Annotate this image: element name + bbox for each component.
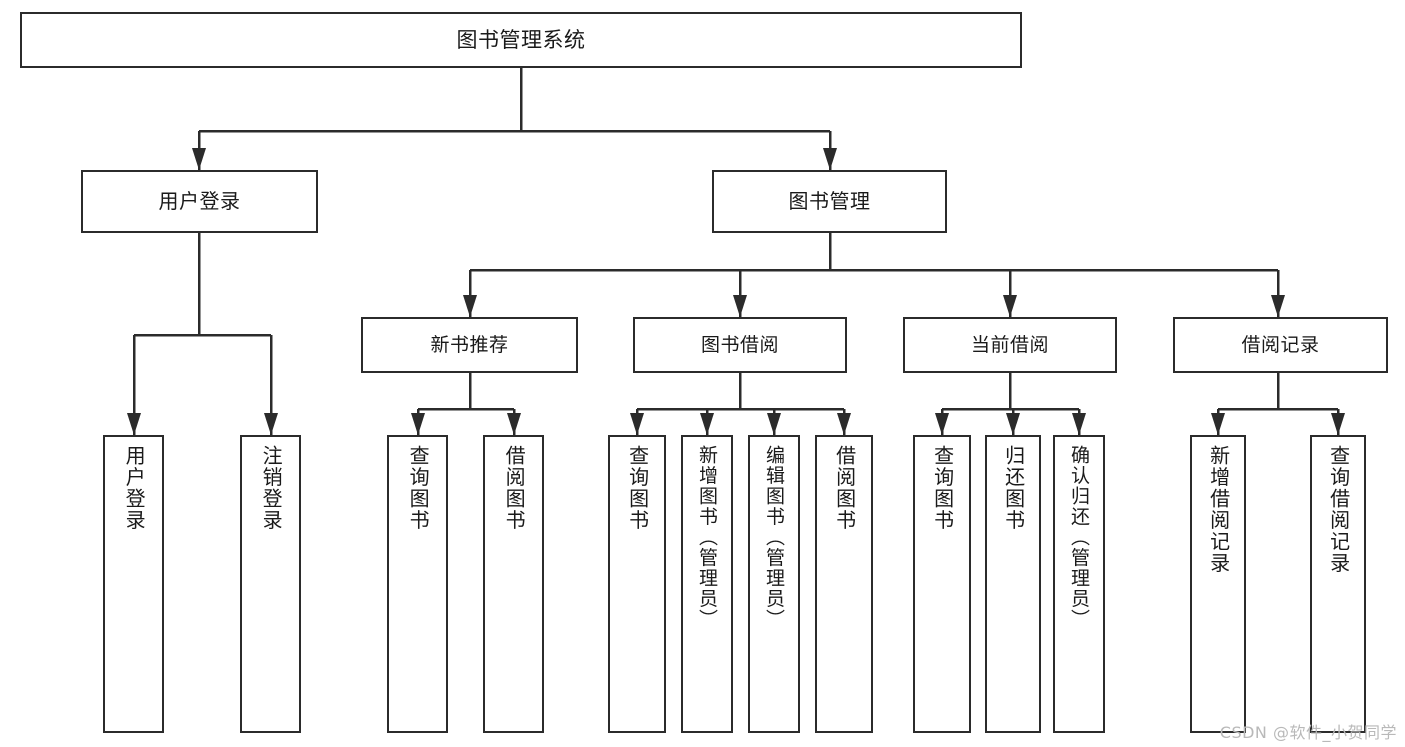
node-leaf-edit-book-admin[interactable]: 编辑图书（管理员） [748, 435, 800, 733]
connector-arrowhead [264, 413, 278, 435]
node-new-book-recommend[interactable]: 新书推荐 [361, 317, 578, 373]
node-user-login[interactable]: 用户登录 [81, 170, 318, 233]
node-label: 新增图书（管理员） [696, 445, 719, 630]
node-label: 查询图书 [406, 445, 431, 531]
node-label: 新增借阅记录 [1206, 445, 1231, 574]
node-leaf-query-book-recommend[interactable]: 查询图书 [387, 435, 448, 733]
node-label: 借阅图书 [832, 445, 857, 531]
csdn-watermark: CSDN @软件_小贺同学 [1219, 723, 1397, 742]
connector-arrowhead [1331, 413, 1345, 435]
node-root-system[interactable]: 图书管理系统 [20, 12, 1022, 68]
node-label: 查询图书 [625, 445, 650, 531]
connector-arrowhead [630, 413, 644, 435]
node-leaf-add-book-admin[interactable]: 新增图书（管理员） [681, 435, 733, 733]
node-label: 图书管理 [788, 188, 871, 213]
connector-arrowhead [1211, 413, 1225, 435]
connector-arrowhead [192, 148, 206, 170]
node-leaf-return-book[interactable]: 归还图书 [985, 435, 1041, 733]
connector-arrowhead [837, 413, 851, 435]
connector-arrowhead [767, 413, 781, 435]
node-label: 用户登录 [122, 445, 147, 531]
node-label: 用户登录 [158, 188, 241, 213]
node-label: 图书管理系统 [456, 27, 586, 52]
connector-arrowhead [1006, 413, 1020, 435]
node-label: 查询图书 [930, 445, 955, 531]
node-borrow-record[interactable]: 借阅记录 [1173, 317, 1388, 373]
node-label: 注销登录 [259, 445, 284, 531]
connector-arrowhead [733, 295, 747, 317]
node-leaf-user-login[interactable]: 用户登录 [103, 435, 164, 733]
node-label: 编辑图书（管理员） [763, 445, 786, 630]
node-leaf-add-borrow-record[interactable]: 新增借阅记录 [1190, 435, 1246, 733]
connector-arrowhead [935, 413, 949, 435]
connector-arrowhead [411, 413, 425, 435]
node-label: 图书借阅 [700, 333, 779, 356]
node-label: 查询借阅记录 [1326, 445, 1351, 574]
node-label: 新书推荐 [430, 333, 509, 356]
node-leaf-logout[interactable]: 注销登录 [240, 435, 301, 733]
node-leaf-confirm-return-admin[interactable]: 确认归还（管理员） [1053, 435, 1105, 733]
node-leaf-borrow-book-recommend[interactable]: 借阅图书 [483, 435, 544, 733]
node-leaf-query-book-borrow[interactable]: 查询图书 [608, 435, 666, 733]
connector-arrowhead [463, 295, 477, 317]
connector-arrowhead [127, 413, 141, 435]
node-book-management[interactable]: 图书管理 [712, 170, 947, 233]
connector-arrowhead [1072, 413, 1086, 435]
node-label: 借阅记录 [1241, 333, 1320, 356]
connector-arrowhead [700, 413, 714, 435]
node-label: 归还图书 [1001, 445, 1026, 531]
node-current-borrow[interactable]: 当前借阅 [903, 317, 1117, 373]
node-book-borrow[interactable]: 图书借阅 [633, 317, 847, 373]
connector-arrowhead [507, 413, 521, 435]
connector-arrowhead [1271, 295, 1285, 317]
node-label: 当前借阅 [970, 333, 1049, 356]
node-leaf-query-book-current[interactable]: 查询图书 [913, 435, 971, 733]
node-leaf-borrow-book[interactable]: 借阅图书 [815, 435, 873, 733]
connector-arrowhead [823, 148, 837, 170]
node-label: 确认归还（管理员） [1068, 445, 1091, 630]
connector-arrowhead [1003, 295, 1017, 317]
node-leaf-query-borrow-record[interactable]: 查询借阅记录 [1310, 435, 1366, 733]
node-label: 借阅图书 [502, 445, 527, 531]
